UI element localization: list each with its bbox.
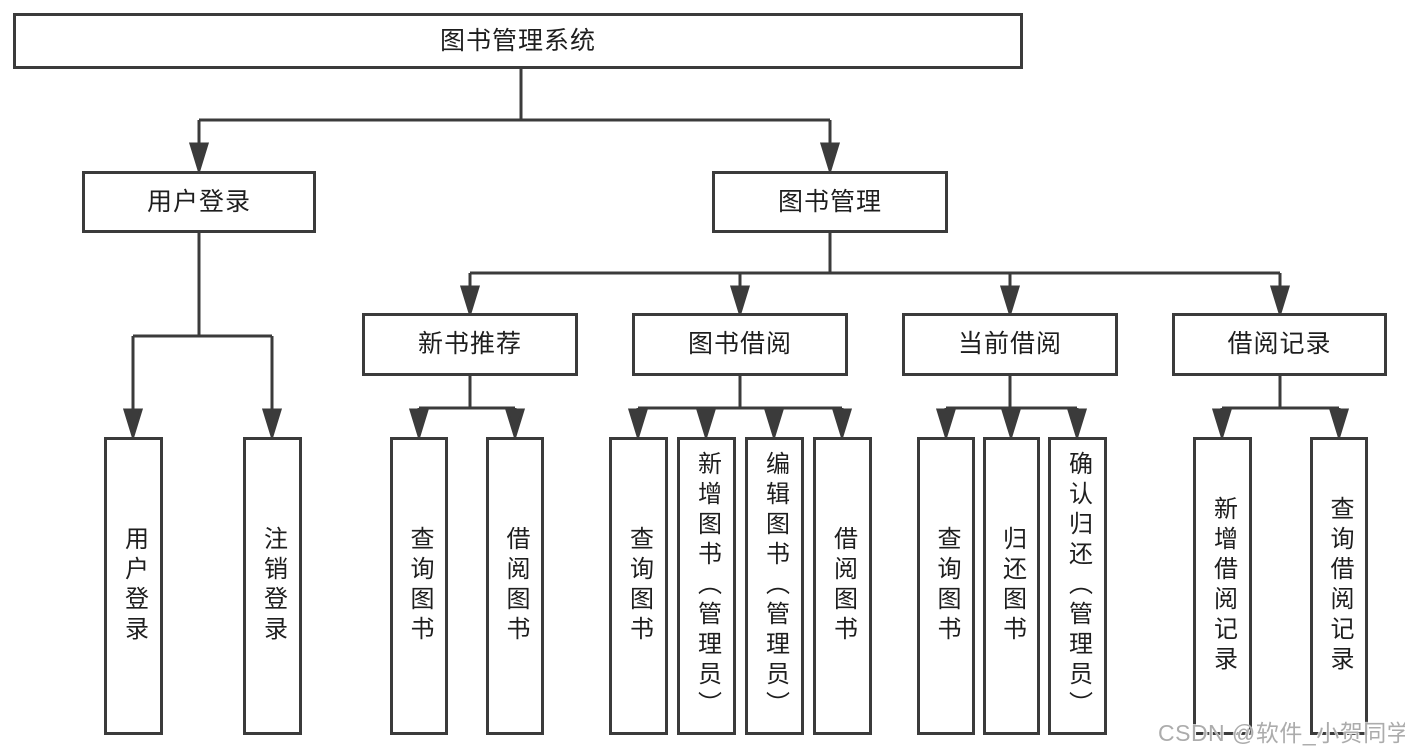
connector-book-borrow-branch xyxy=(627,376,853,442)
node-borrow-records-label: 借阅记录 xyxy=(1227,330,1332,358)
leaf-records-query-borrow-record: 查询借阅记录 xyxy=(1310,437,1368,735)
node-user-login-label: 用户登录 xyxy=(146,187,251,216)
leaf-user-login-label: 用户登录 xyxy=(120,526,148,646)
node-book-management-label: 图书管理 xyxy=(777,187,882,216)
leaf-borrow-query-books: 查询图书 xyxy=(609,437,668,735)
node-root-label: 图书管理系统 xyxy=(439,26,596,55)
leaf-current-query-books-label: 查询图书 xyxy=(933,526,960,646)
leaf-current-return-books-label: 归还图书 xyxy=(998,526,1026,646)
leaf-records-query-borrow-record-label: 查询借阅记录 xyxy=(1326,496,1353,676)
leaf-records-add-borrow-record-label: 新增借阅记录 xyxy=(1209,496,1237,676)
node-current-borrow: 当前借阅 xyxy=(902,313,1118,376)
connector-root-to-level2 xyxy=(188,68,841,176)
node-current-borrow-label: 当前借阅 xyxy=(957,330,1062,358)
leaf-current-confirm-return-admin: 确认归还（管理员） xyxy=(1048,437,1107,735)
node-new-book-recommend-label: 新书推荐 xyxy=(417,330,522,358)
watermark: CSDN @软件_小贺同学 xyxy=(1158,720,1405,746)
leaf-current-return-books: 归还图书 xyxy=(983,437,1040,735)
leaf-current-query-books: 查询图书 xyxy=(917,437,975,735)
leaf-borrow-edit-books-admin-label: 编辑图书（管理员） xyxy=(761,451,789,721)
leaf-recommend-borrow-books: 借阅图书 xyxy=(486,437,544,735)
connector-borrow-records-branch xyxy=(1211,376,1350,442)
node-book-borrow-label: 图书借阅 xyxy=(687,330,792,358)
node-user-login: 用户登录 xyxy=(82,171,316,233)
node-root: 图书管理系统 xyxy=(13,13,1023,69)
leaf-user-login: 用户登录 xyxy=(104,437,163,735)
leaf-borrow-add-books-admin: 新增图书（管理员） xyxy=(677,437,736,735)
node-book-borrow: 图书借阅 xyxy=(632,313,848,376)
node-borrow-records: 借阅记录 xyxy=(1172,313,1387,376)
leaf-recommend-query-books: 查询图书 xyxy=(390,437,448,735)
connector-book-management-branch xyxy=(459,233,1291,319)
leaf-logout: 注销登录 xyxy=(243,437,302,735)
leaf-recommend-borrow-books-label: 借阅图书 xyxy=(502,526,529,646)
leaf-current-confirm-return-admin-label: 确认归还（管理员） xyxy=(1064,451,1092,721)
leaf-records-add-borrow-record: 新增借阅记录 xyxy=(1193,437,1252,735)
connector-current-borrow-branch xyxy=(935,376,1088,442)
node-book-management: 图书管理 xyxy=(712,171,948,233)
leaf-borrow-borrow-books: 借阅图书 xyxy=(813,437,872,735)
leaf-borrow-edit-books-admin: 编辑图书（管理员） xyxy=(745,437,804,735)
leaf-recommend-query-books-label: 查询图书 xyxy=(406,526,433,646)
leaf-logout-label: 注销登录 xyxy=(259,526,287,646)
node-new-book-recommend: 新书推荐 xyxy=(362,313,578,376)
connector-new-book-recommend-branch xyxy=(408,376,526,442)
leaf-borrow-borrow-books-label: 借阅图书 xyxy=(829,526,857,646)
leaf-borrow-query-books-label: 查询图书 xyxy=(625,526,653,646)
leaf-borrow-add-books-admin-label: 新增图书（管理员） xyxy=(693,451,721,721)
connector-user-login-branch xyxy=(122,233,283,442)
